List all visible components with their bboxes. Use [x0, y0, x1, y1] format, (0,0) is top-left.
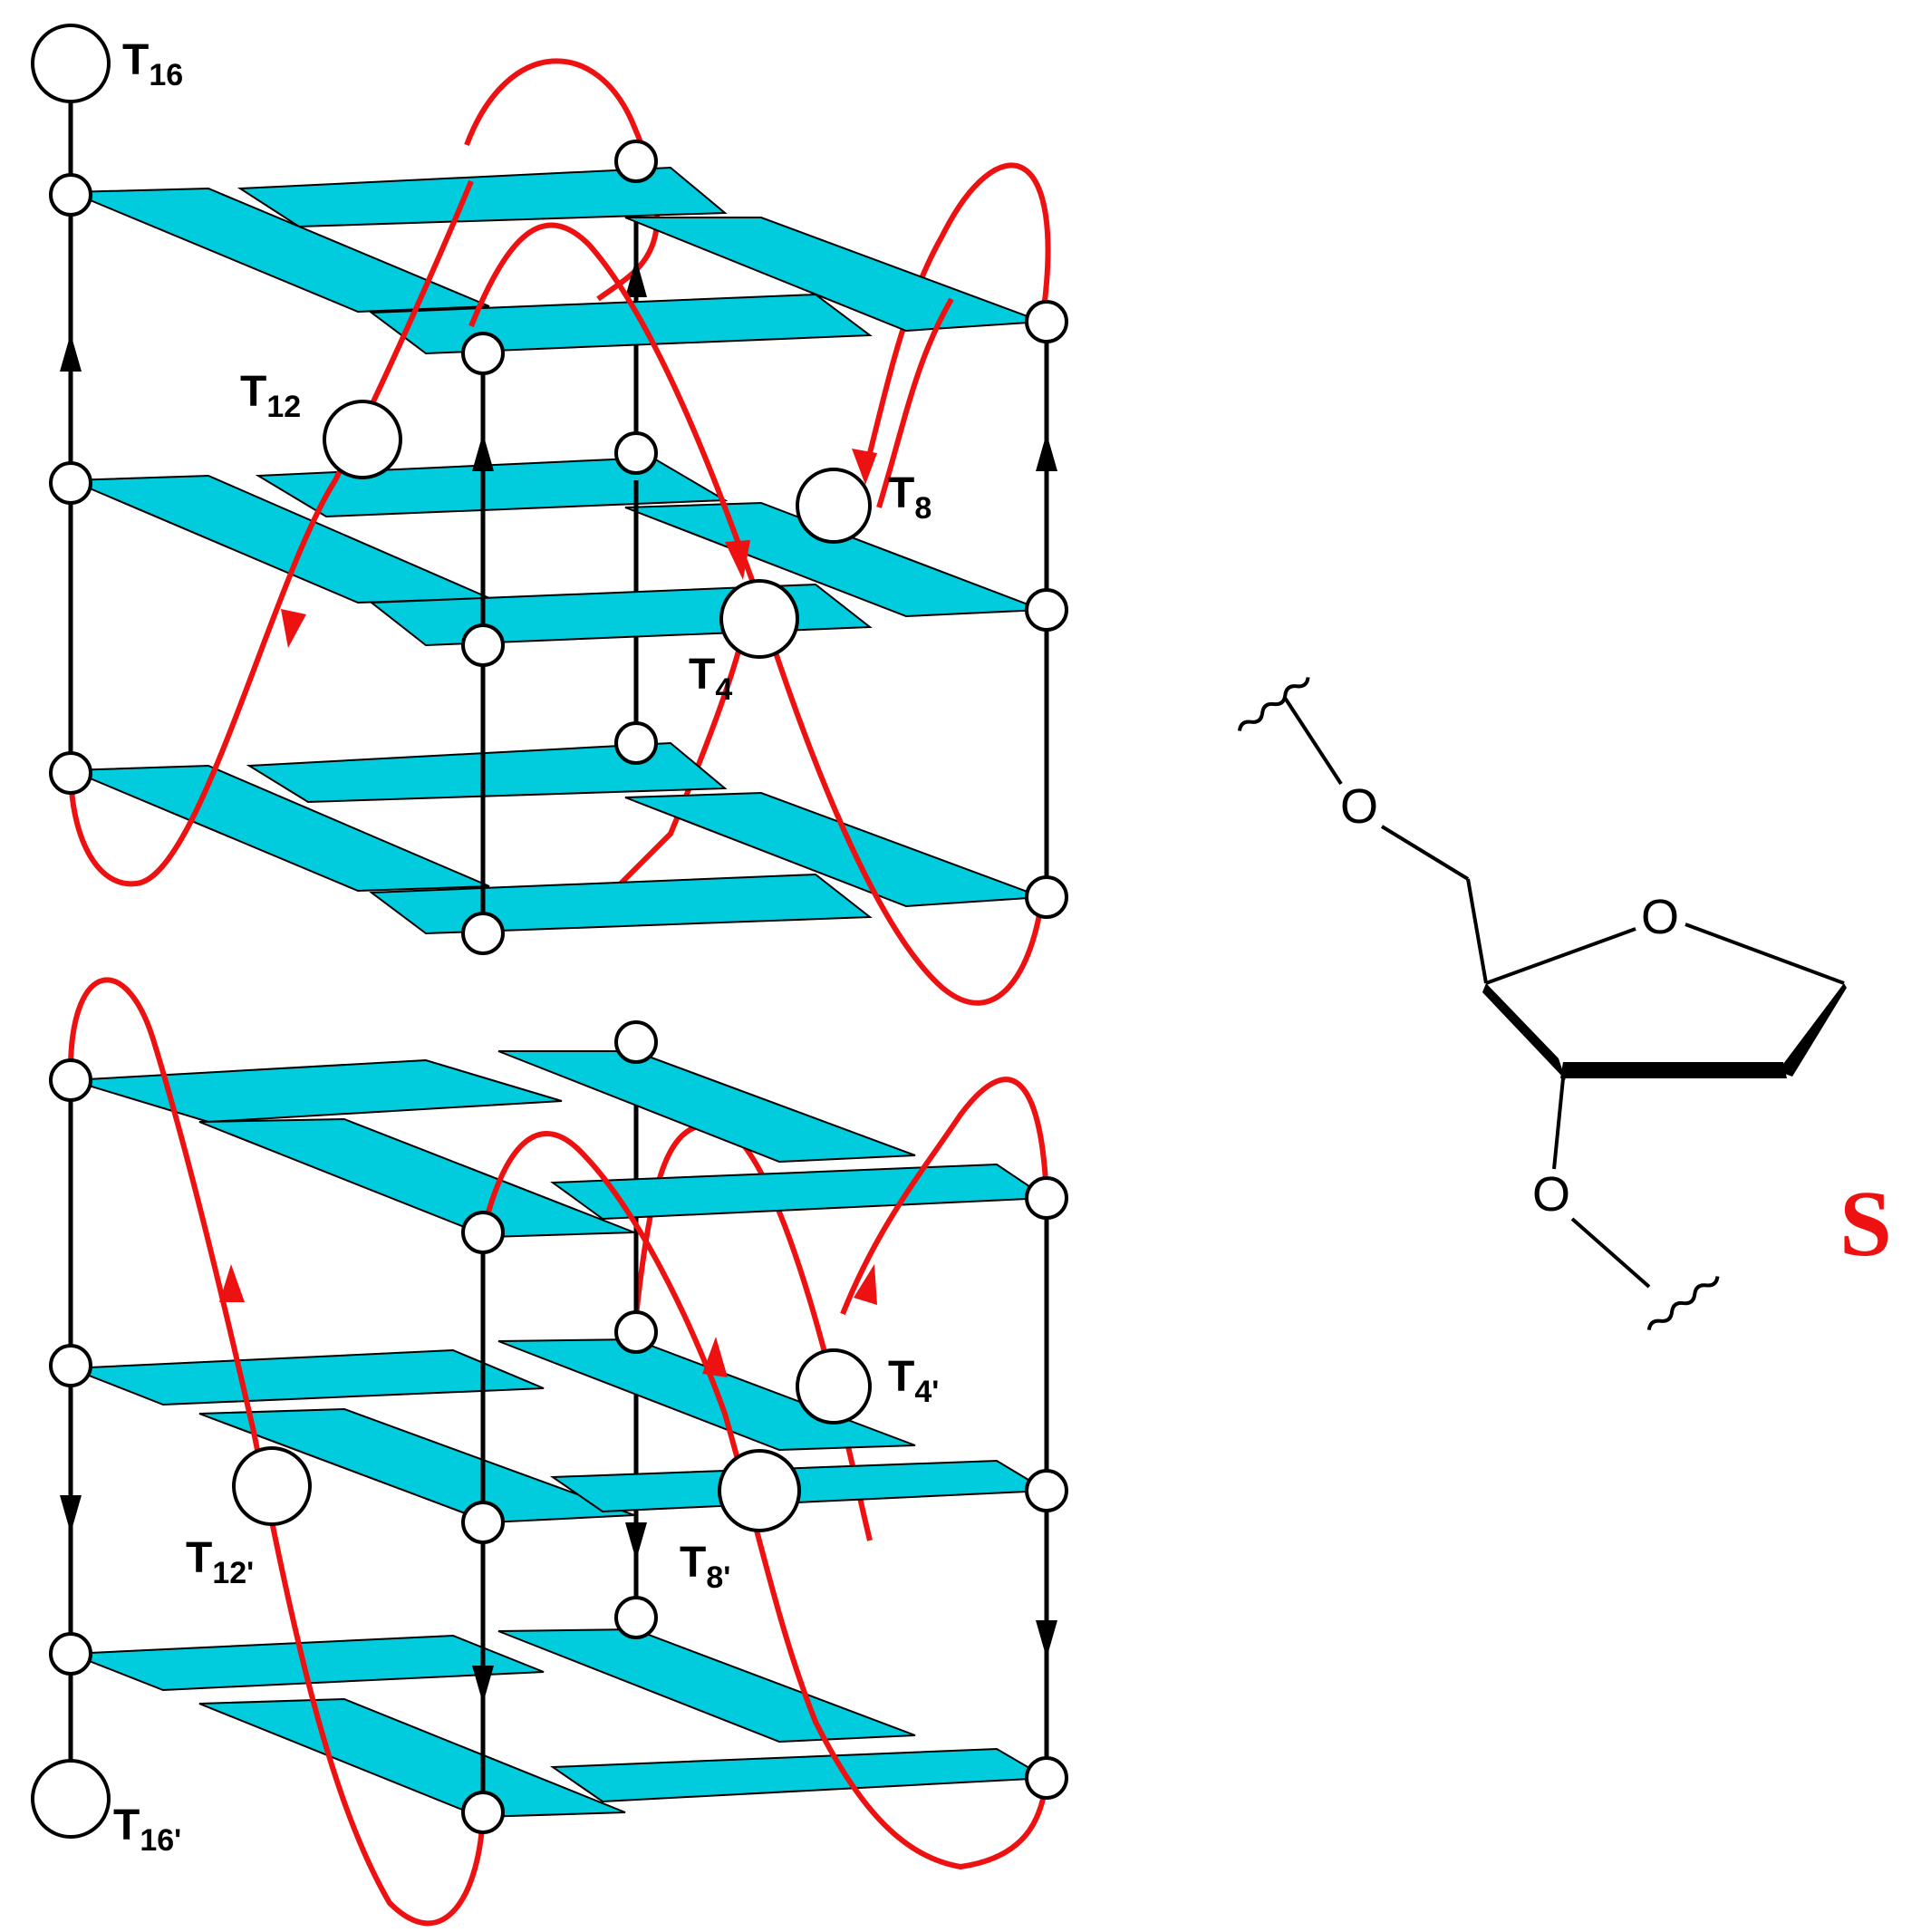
- label-t8-prime: T8': [680, 1539, 730, 1595]
- loops-bottom-front: [68, 977, 1049, 1927]
- loop-arrows-top: [281, 449, 877, 648]
- nodes-top: [31, 24, 1068, 955]
- wedge-bond-left: [1482, 983, 1566, 1080]
- bottom-quadruplex: T4' T12' T8' T16': [31, 977, 1068, 1927]
- tetrad-bottom-3: [70, 1628, 1050, 1819]
- label-t4-prime: T4': [888, 1353, 939, 1409]
- loop-arrows-bottom: [219, 1264, 877, 1377]
- abasic-site-structure: O O O S: [1237, 677, 1892, 1330]
- label-t16-prime: T16': [113, 1802, 181, 1858]
- nodes-bottom: [31, 1020, 1068, 1839]
- loop-top-back-2: [867, 162, 1051, 454]
- label-t8: T8: [888, 469, 932, 526]
- tetrad-top-3: [70, 741, 1043, 935]
- wavy-bond-top: [1237, 677, 1310, 731]
- top-quadruplex: T16 T12 T8 T4: [31, 24, 1068, 1006]
- label-t12: T12: [240, 368, 301, 424]
- oxygen-5prime: O: [1340, 779, 1378, 834]
- tetrad-top-1: [70, 166, 1043, 355]
- wavy-bond-bottom: [1646, 1276, 1720, 1330]
- tetrad-bottom-2: [70, 1338, 1050, 1524]
- label-t12-prime: T12': [186, 1534, 254, 1590]
- oxygen-ring: O: [1641, 890, 1679, 944]
- label-t4: T4: [689, 651, 732, 707]
- strand-arrows-top: [60, 258, 1057, 471]
- residue-label-s: S: [1839, 1172, 1892, 1276]
- label-t16: T16: [122, 36, 183, 92]
- oxygen-3prime: O: [1532, 1167, 1570, 1222]
- strand-arrows-bottom: [60, 1495, 1057, 1704]
- tetrad-bottom-1: [70, 1050, 1050, 1239]
- wedge-bond-right: [1778, 983, 1847, 1077]
- bold-bond-bottom: [1560, 1062, 1787, 1078]
